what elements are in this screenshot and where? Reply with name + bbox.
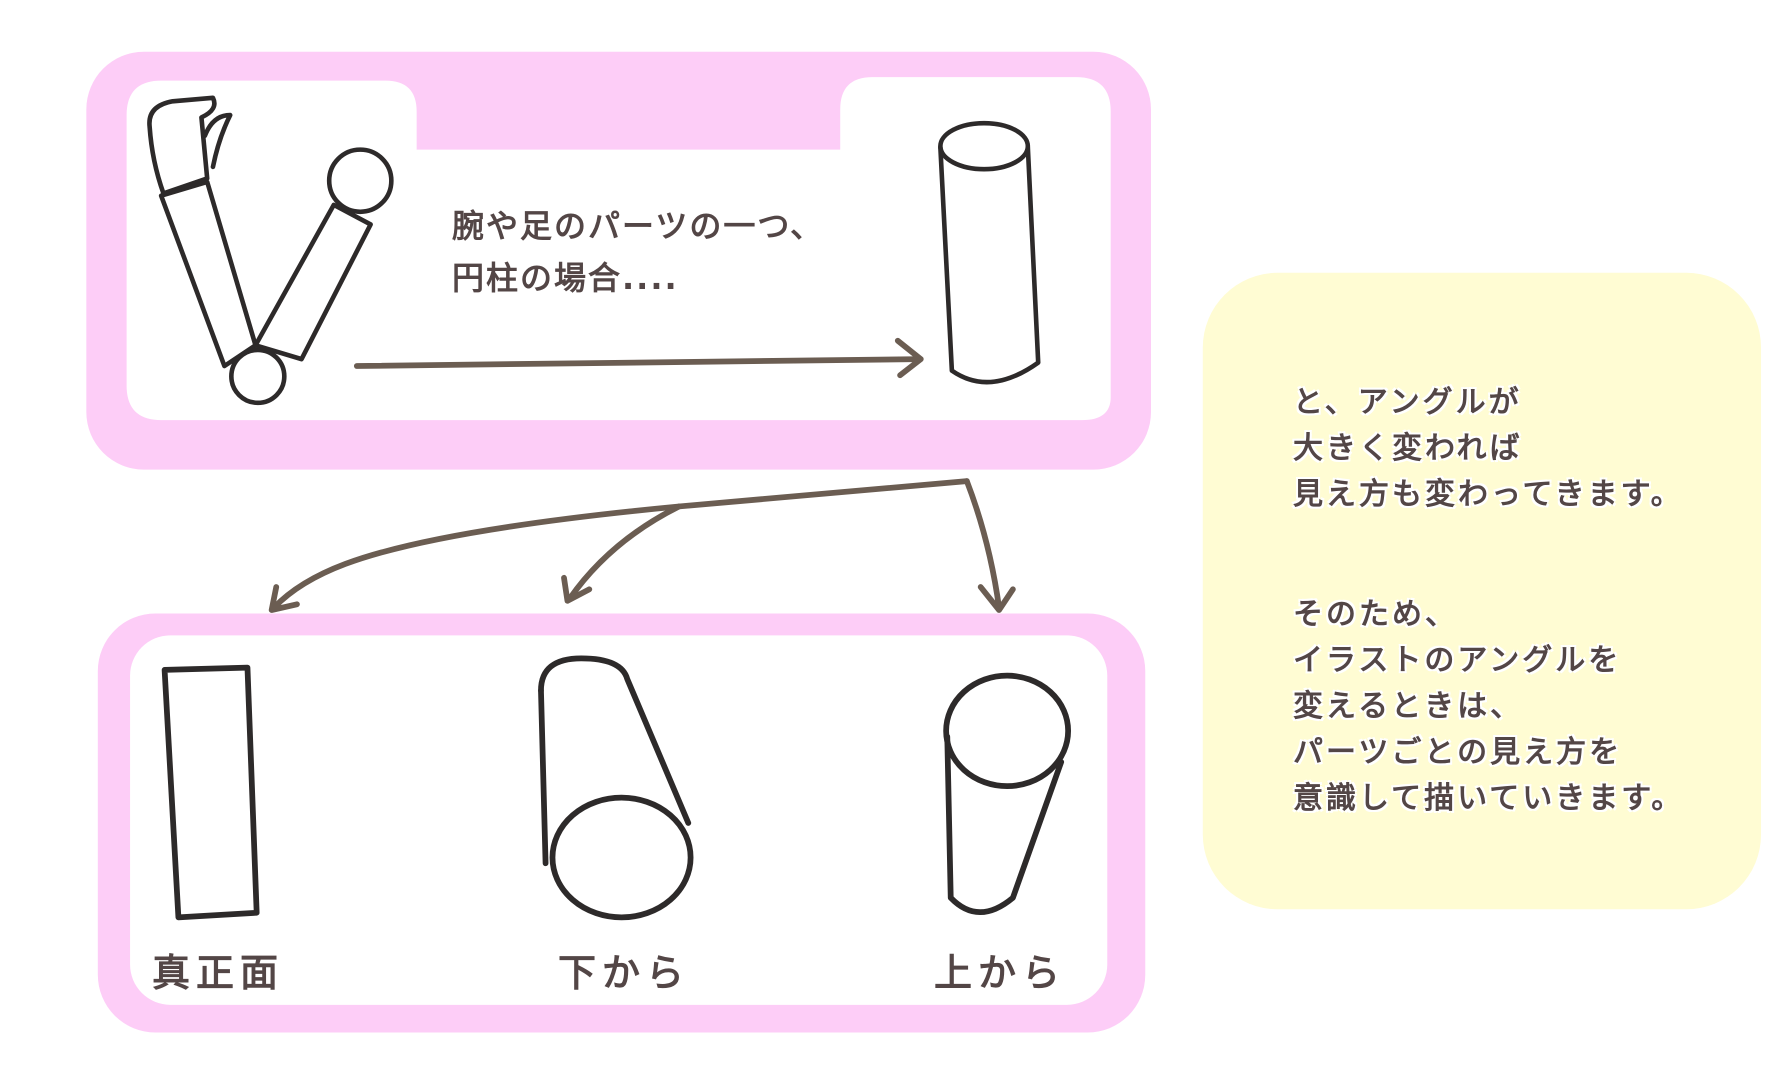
- explanation-line: イラストのアングルを: [1293, 643, 1622, 678]
- explanation-box: [1202, 272, 1762, 910]
- explanation-line: そのため、: [1293, 597, 1458, 632]
- arrows: [268, 337, 1016, 613]
- explanation-line: 変えるときは、: [1293, 689, 1524, 724]
- top-panel-inner: [126, 77, 1111, 421]
- explanation-line: パーツごとの見え方を: [1293, 735, 1623, 770]
- explanation-line: と、アングルが: [1293, 385, 1522, 420]
- intro-line: 円柱の場合....: [452, 259, 679, 297]
- intro-line: 腕や足のパーツの一つ、: [452, 207, 825, 245]
- above-view-cylinder: [943, 672, 1072, 915]
- front-view-cylinder: [161, 664, 260, 921]
- label-from-below: 下から: [558, 951, 691, 995]
- intro-text: 腕や足のパーツの一つ、 円柱の場合....: [452, 200, 824, 304]
- explanation-paragraph-1: と、アングルが 大きく変われば 見え方も変わってきます。: [1293, 380, 1684, 518]
- limb-sketch: [147, 95, 394, 406]
- label-from-above: 上から: [934, 951, 1067, 995]
- cylinder-sketch: [938, 120, 1041, 385]
- below-view-cylinder: [538, 655, 694, 921]
- label-front-view: 真正面: [152, 951, 285, 995]
- explanation-paragraph-2: そのため、 イラストのアングルを 変えるときは、 パーツごとの見え方を 意識して…: [1293, 592, 1684, 822]
- explanation-line: 見え方も変わってきます。: [1293, 477, 1684, 512]
- bottom-panel-inner: [130, 635, 1108, 1005]
- explanation-line: 意識して描いていきます。: [1293, 781, 1685, 816]
- explanation-line: 大きく変われば: [1293, 431, 1523, 466]
